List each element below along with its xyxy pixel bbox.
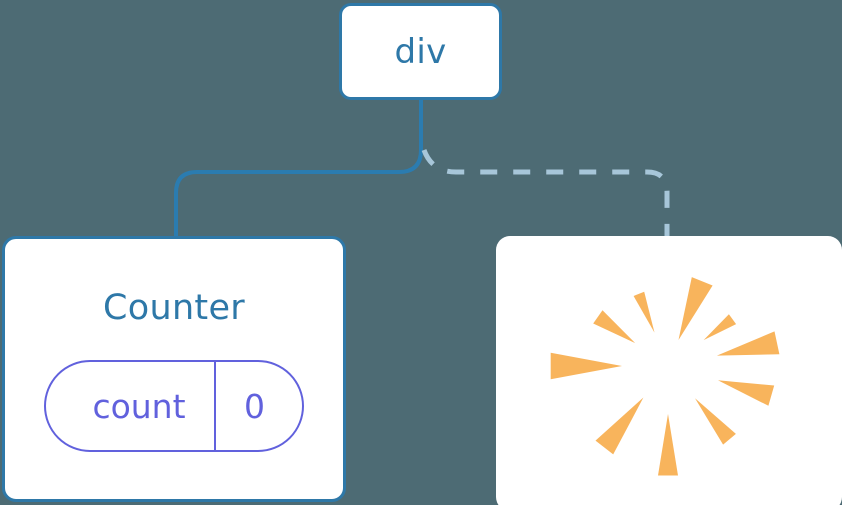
sparkle-ray-3 [716, 331, 780, 356]
node-div-label: div [394, 31, 447, 72]
tree-node-div[interactable]: div [339, 3, 502, 100]
sparkle-ray-10 [633, 291, 655, 333]
edge-div-to-highlight [421, 149, 670, 238]
state-pill-value: 0 [213, 362, 302, 450]
sparkle-ray-7 [595, 397, 644, 455]
sparkle-ray-5 [695, 398, 736, 445]
tree-node-highlight[interactable] [496, 236, 842, 505]
sparkle-ray-8 [550, 352, 622, 380]
sparkle-ray-6 [658, 414, 678, 476]
sparkle-ray-2 [703, 314, 737, 341]
edge-div-to-counter [174, 98, 423, 240]
state-pill-key: count [92, 386, 186, 426]
sparkle-ray-4 [718, 380, 775, 406]
state-pill-count[interactable]: count 0 [44, 360, 304, 452]
sparkle-ray-9 [593, 310, 636, 344]
node-counter-label: Counter [103, 288, 245, 328]
tree-node-counter[interactable]: Counter count 0 [2, 236, 346, 502]
sparkle-ray-1 [678, 277, 713, 340]
sparkle-burst-icon [550, 277, 780, 476]
